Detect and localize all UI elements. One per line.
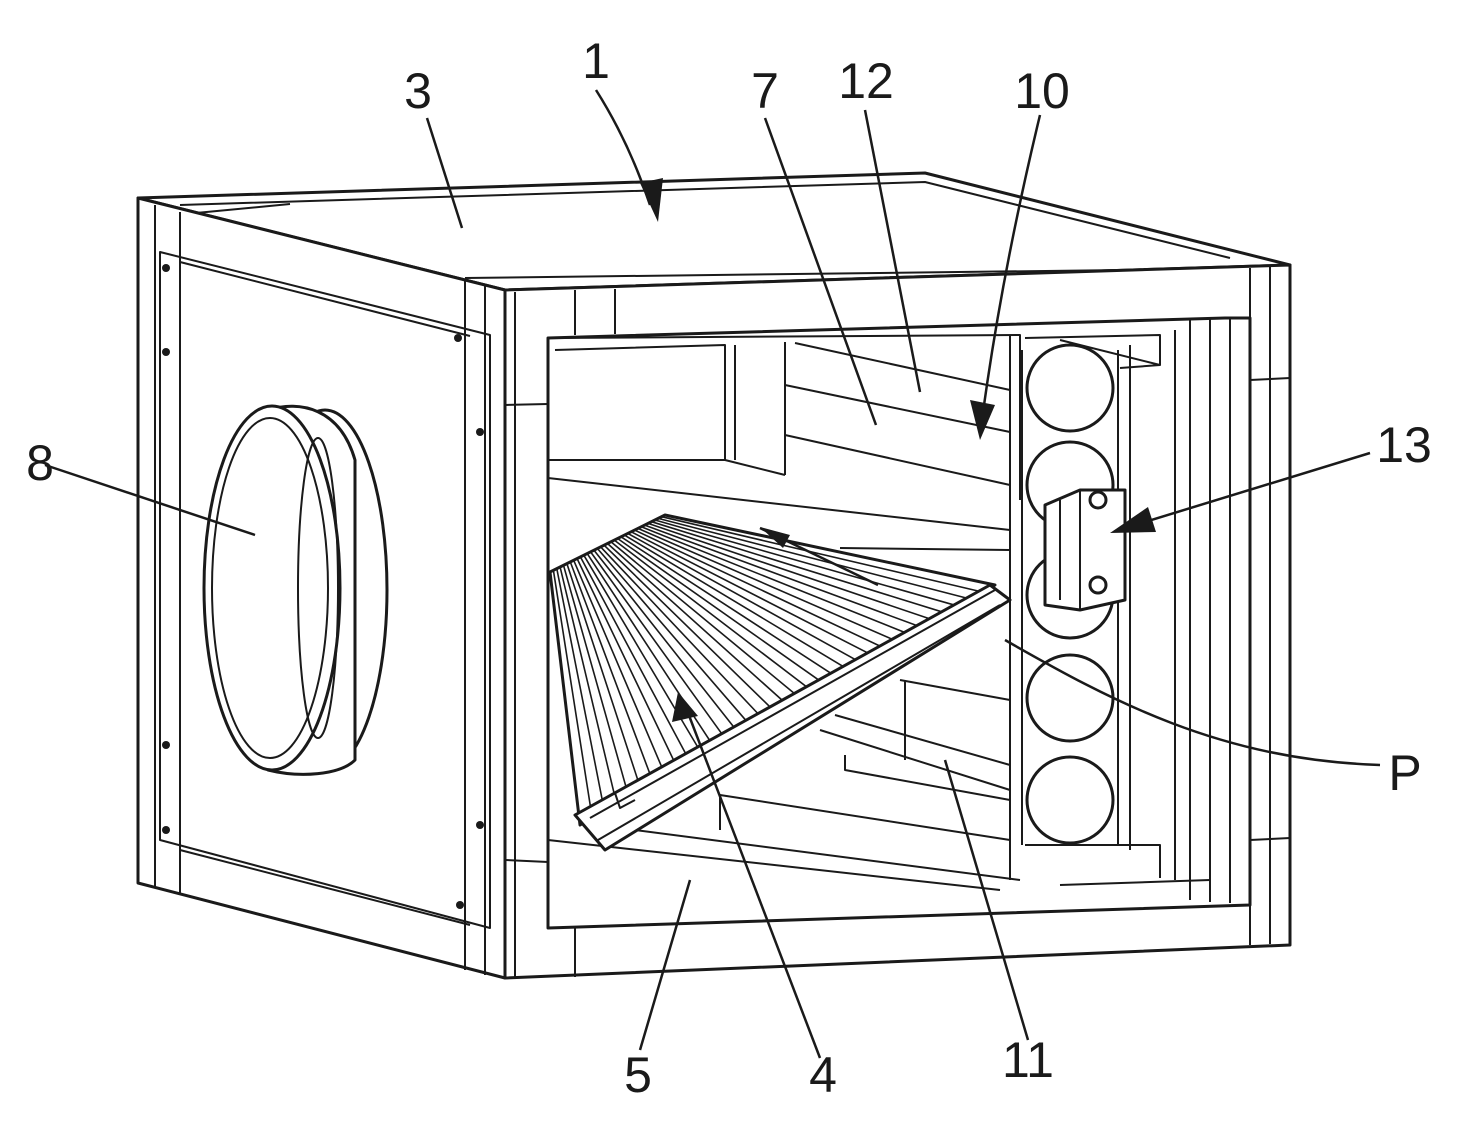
label-13: 13 [1376, 417, 1432, 473]
label-12: 12 [838, 53, 894, 109]
damper-roller [1027, 345, 1113, 431]
label-5: 5 [624, 1047, 652, 1103]
damper-roller [1027, 757, 1113, 843]
label-8: 8 [26, 435, 54, 491]
label-1: 1 [582, 33, 610, 89]
label-3: 3 [404, 63, 432, 119]
label-P: P [1388, 745, 1421, 801]
actuator [1045, 490, 1125, 610]
duct-collar [204, 406, 387, 774]
label-10: 10 [1014, 63, 1070, 119]
label-7: 7 [751, 63, 779, 119]
label-11: 11 [1002, 1032, 1054, 1088]
label-4: 4 [809, 1047, 837, 1103]
damper-roller [1027, 655, 1113, 741]
